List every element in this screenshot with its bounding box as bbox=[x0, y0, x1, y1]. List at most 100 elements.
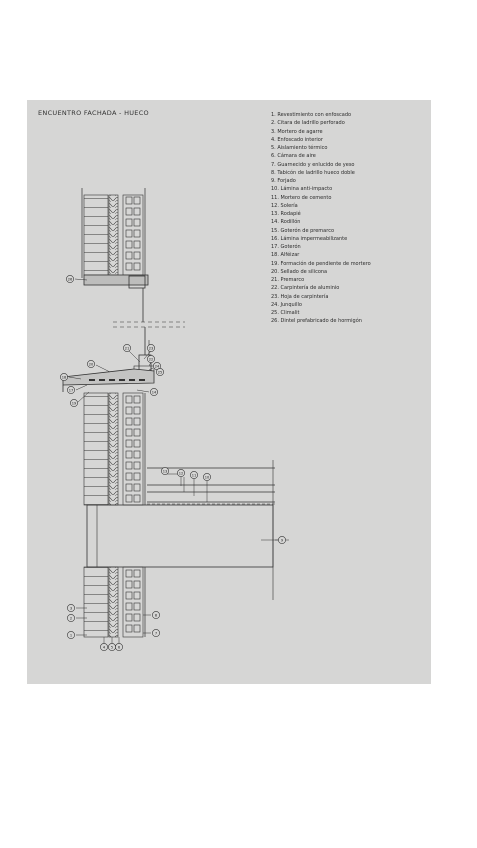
sill-dash bbox=[119, 379, 125, 381]
svg-text:21: 21 bbox=[125, 346, 130, 350]
callout-floor-c: 11 bbox=[190, 471, 198, 479]
brick-hole bbox=[125, 569, 133, 578]
brick-hole bbox=[133, 580, 141, 589]
svg-text:11: 11 bbox=[192, 473, 197, 477]
window-sill bbox=[62, 368, 155, 392]
brick-hole bbox=[133, 494, 141, 503]
drawing-sheet: ENCUENTRO FACHADA - HUECO 1. Revestimien… bbox=[27, 100, 431, 684]
legend-item: 1. Revestimiento con enfoscado bbox=[271, 112, 352, 118]
callout-frame-d: 25 bbox=[156, 368, 164, 376]
brick-hole bbox=[133, 240, 141, 249]
callout-frame-a: 21 bbox=[123, 344, 131, 352]
brick-hole bbox=[125, 218, 133, 227]
legend-item: 15. Goterón de premarco bbox=[271, 227, 334, 234]
legend-item: 7. Guarnecido y enlucido de yeso bbox=[271, 161, 355, 168]
brick-hole bbox=[125, 591, 133, 600]
callout-sill-c: 17 bbox=[67, 386, 75, 394]
svg-text:17: 17 bbox=[69, 388, 74, 392]
svg-text:14: 14 bbox=[152, 390, 157, 394]
brick-hole bbox=[125, 395, 133, 404]
legend-item: 20. Sellado de silicona bbox=[271, 268, 328, 275]
callout-floor-d: 10 bbox=[203, 473, 211, 481]
svg-text:20: 20 bbox=[89, 362, 94, 366]
svg-text:3: 3 bbox=[70, 606, 72, 610]
brick-hole bbox=[125, 450, 133, 459]
svg-text:7: 7 bbox=[155, 631, 157, 635]
brick-hole bbox=[133, 229, 141, 238]
legend-item: 3. Mortero de agarre bbox=[271, 128, 323, 135]
brick-hole bbox=[133, 406, 141, 415]
brick-hole bbox=[133, 207, 141, 216]
svg-text:9: 9 bbox=[281, 538, 284, 542]
brick-hole bbox=[125, 602, 133, 611]
callout-sill-a: 20 bbox=[87, 360, 95, 368]
callout-wall-l1: 3 bbox=[67, 604, 75, 612]
brick-hole bbox=[125, 417, 133, 426]
brick-hole bbox=[133, 262, 141, 271]
svg-text:2: 2 bbox=[70, 616, 72, 620]
brick-hole bbox=[125, 624, 133, 633]
callout-leaders bbox=[68, 278, 278, 644]
brick-hole bbox=[133, 417, 141, 426]
callout-wall-l3: 1 bbox=[67, 631, 75, 639]
callout-frame-b: 22 bbox=[147, 355, 155, 363]
brick-hole bbox=[125, 251, 133, 260]
legend-item: 6. Cámara de aire bbox=[271, 153, 316, 160]
legend-item: 2. Citara de ladrillo perforado bbox=[271, 120, 345, 127]
brick-hole bbox=[133, 613, 141, 622]
brick-hole bbox=[133, 472, 141, 481]
brick-hole bbox=[133, 218, 141, 227]
legend-item: 22. Carpintería de aluminio bbox=[271, 285, 340, 292]
brick-hole bbox=[133, 450, 141, 459]
brick-hole bbox=[125, 483, 133, 492]
legend-item: 10. Lámina anti-impacto bbox=[271, 186, 333, 193]
brick-hole bbox=[133, 624, 141, 633]
brick-hole bbox=[133, 439, 141, 448]
brick-hole bbox=[125, 428, 133, 437]
legend-item: 19. Formación de pendiente de mortero bbox=[271, 260, 371, 267]
floor-layers bbox=[147, 460, 275, 600]
legend-item: 9. Forjado bbox=[271, 178, 296, 184]
brick-hole bbox=[125, 439, 133, 448]
legend-item: 4. Enfoscado interior bbox=[271, 136, 323, 143]
svg-text:24: 24 bbox=[155, 364, 160, 368]
svg-text:6: 6 bbox=[118, 645, 121, 649]
callout-lintel: 26 bbox=[66, 275, 74, 283]
legend-item: 24. Junquillo bbox=[271, 301, 302, 308]
brick-hole bbox=[125, 494, 133, 503]
callout-wall-b3: 6 bbox=[115, 643, 123, 651]
callout-sill-d: 19 bbox=[70, 399, 78, 407]
sill-dash bbox=[89, 379, 95, 381]
callout-sill-e: 14 bbox=[150, 388, 158, 396]
legend-item: 13. Rodapié bbox=[271, 211, 301, 217]
brick-hole bbox=[133, 395, 141, 404]
brick-hole bbox=[133, 428, 141, 437]
callout-floor-a: 13 bbox=[161, 467, 169, 475]
svg-text:4: 4 bbox=[103, 645, 106, 649]
brick-hole bbox=[133, 569, 141, 578]
sill-dash bbox=[109, 379, 115, 381]
sheet-title: ENCUENTRO FACHADA - HUECO bbox=[38, 109, 149, 117]
sill-dash bbox=[99, 379, 105, 381]
brick-hole bbox=[125, 262, 133, 271]
legend-item: 8. Tabicón de ladrillo hueco doble bbox=[271, 169, 355, 176]
callout-frame-top: 23 bbox=[147, 344, 155, 352]
legend-item: 25. Climalit bbox=[271, 310, 300, 316]
legend-item: 16. Lámina impermeabilizante bbox=[271, 235, 348, 242]
callout-slab: 9 bbox=[278, 536, 286, 544]
lower-wall-section bbox=[83, 392, 146, 506]
legend-item: 18. Alféizar bbox=[271, 252, 300, 259]
callout-wall-l2: 2 bbox=[67, 614, 75, 622]
legend-item: 14. Rodillón bbox=[271, 219, 301, 226]
base-wall-section bbox=[83, 566, 146, 638]
brick-hole bbox=[125, 580, 133, 589]
brick-hole bbox=[133, 602, 141, 611]
brick-hole bbox=[133, 461, 141, 470]
svg-text:19: 19 bbox=[72, 401, 77, 405]
break-line bbox=[113, 321, 185, 328]
svg-text:12: 12 bbox=[179, 471, 184, 475]
brick-hole bbox=[133, 196, 141, 205]
brick-hole bbox=[125, 207, 133, 216]
brick-hole bbox=[133, 591, 141, 600]
